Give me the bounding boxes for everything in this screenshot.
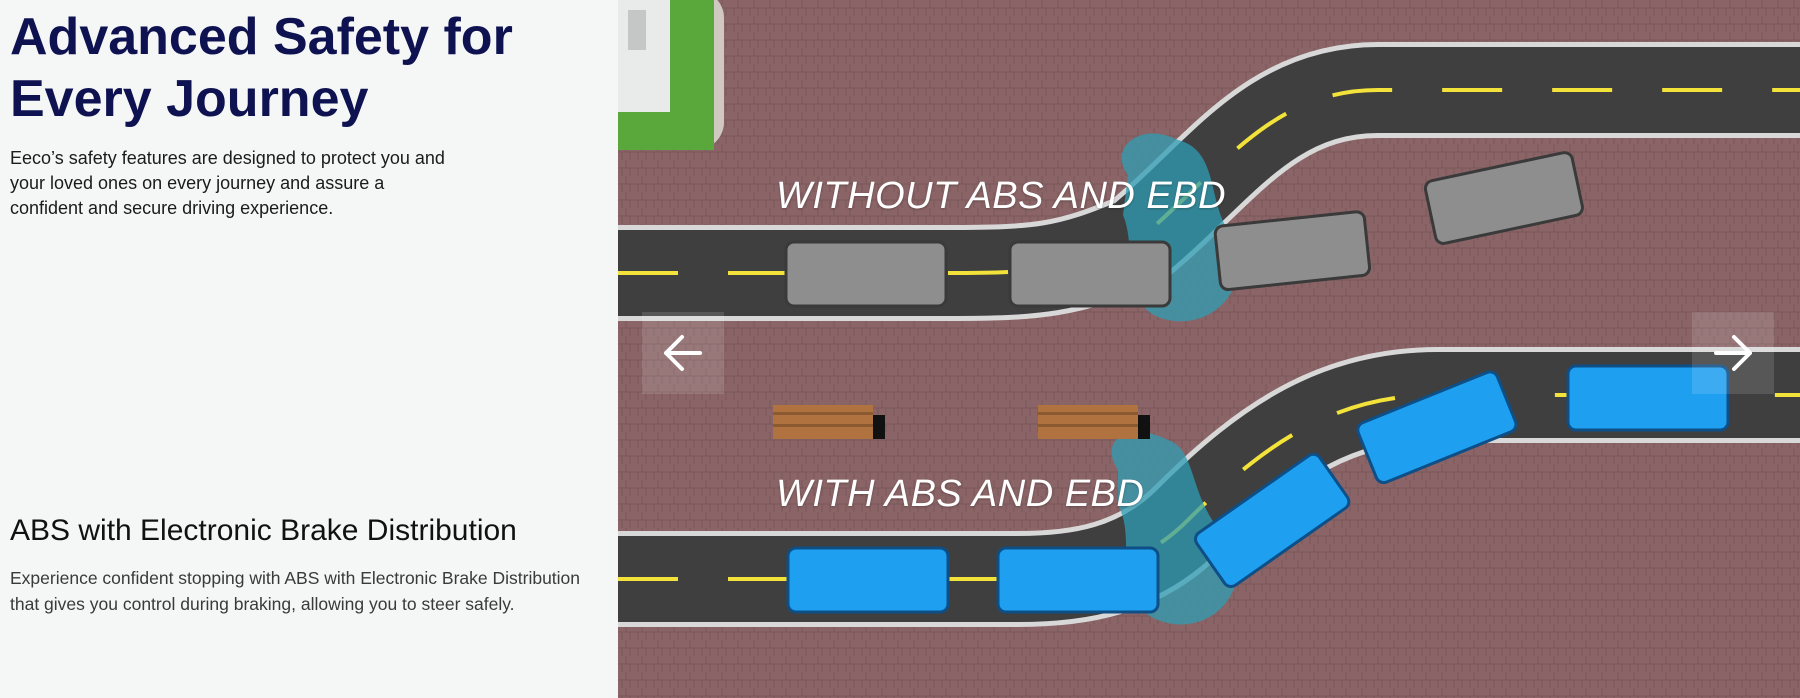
intro-text: Eeco’s safety features are designed to p… (10, 148, 445, 218)
previous-slide-button[interactable] (642, 312, 724, 394)
arrow-left-icon (664, 335, 702, 371)
feature-description: Experience confident stopping with ABS w… (10, 568, 581, 614)
abs-ebd-illustration (618, 0, 1800, 698)
label-with-abs: WITH ABS AND EBD (776, 473, 1145, 515)
feature-title: ABS with Electronic Brake Distribution (10, 514, 517, 547)
page-title: Advanced Safety for Every Journey (10, 8, 513, 128)
content-panel: Advanced Safety for Every Journey Eeco’s… (0, 0, 618, 698)
feature-image-slider[interactable]: WITHOUT ABS AND EBD WITH ABS AND EBD (618, 0, 1800, 698)
label-without-abs: WITHOUT ABS AND EBD (776, 175, 1227, 217)
blue-van (786, 364, 1730, 614)
next-slide-button[interactable] (1692, 312, 1774, 394)
gray-van (784, 151, 1584, 308)
arrow-right-icon (1714, 335, 1752, 371)
